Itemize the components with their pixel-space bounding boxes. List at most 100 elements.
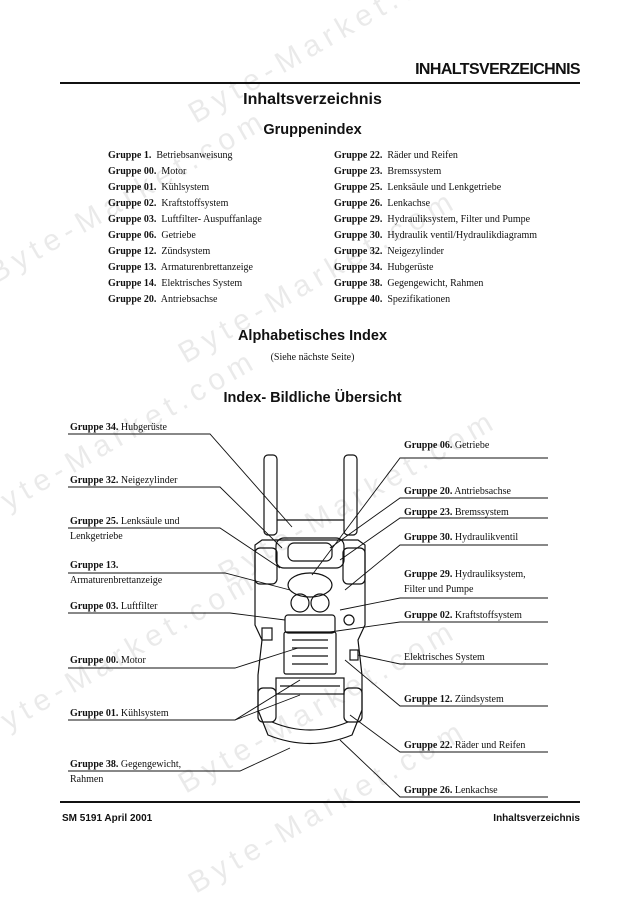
group-number: Gruppe 25. [334,182,383,193]
gruppenindex-entry: Gruppe 29. Hydrauliksystem, Filter und P… [334,212,537,228]
label-gruppe-30: Gruppe 30. Hydraulikventil [404,532,519,543]
gruppenindex-entry: Gruppe 14. Elektrisches System [108,276,262,292]
rear-left-wheel [257,687,277,723]
leader-lines [68,433,548,798]
label-gruppe-34: Gruppe 34. Hubgerüste [70,422,167,433]
group-number: Gruppe 12. [108,246,157,257]
gruppenindex-entry: Gruppe 12. Zündsystem [108,244,262,260]
gruppenindex-entry: Gruppe 30. Hydraulik ventil/Hydraulikdia… [334,228,537,244]
group-number: Gruppe 26. [334,198,383,209]
group-number: Gruppe 23. [334,166,383,177]
gruppenindex-entry: Gruppe 1. Betriebsanweisung [108,148,262,164]
group-title: Kraftstoffsystem [161,198,229,209]
group-number: Gruppe 29. [334,214,383,225]
label-gruppe-13: Gruppe 13.Armaturenbrettanzeige [70,560,163,586]
front-right-wheel [342,547,366,585]
group-title: Elektrisches System [161,278,243,289]
group-title: Luftfilter- Auspuffanlage [161,214,262,225]
gruppenindex-entry: Gruppe 22. Räder und Reifen [334,148,537,164]
group-title: Betriebsanweisung [156,150,233,161]
gruppenindex-entry: Gruppe 26. Lenkachse [334,196,537,212]
group-title: Zündsystem [161,246,211,257]
mast-right-upright [343,454,358,536]
gruppenindex-entry: Gruppe 38. Gegengewicht, Rahmen [334,276,537,292]
group-title: Motor [161,166,187,177]
group-number: Gruppe 00. [108,166,157,177]
group-title: Getriebe [161,230,196,241]
label-gruppe-23: Gruppe 23. Bremssystem [404,507,509,518]
gruppenindex-heading: Gruppenindex [263,122,362,138]
gruppenindex-entry: Gruppe 25. Lenksäule und Lenkgetriebe [334,180,537,196]
group-title: Räder und Reifen [387,150,458,161]
footer-manual-id: SM 5191 April 2001 [62,813,153,824]
section-header-title: INHALTSVERZEICHNIS [415,61,581,78]
group-number: Gruppe 34. [334,262,383,273]
chassis-outline [254,539,366,745]
group-number: Gruppe 22. [334,150,383,161]
label-gruppe-22: Gruppe 22. Räder und Reifen [404,740,526,751]
counterweight [271,721,349,731]
gruppenindex-entry: Gruppe 34. Hubgerüste [334,260,537,276]
group-title: Antriebsachse [160,294,218,305]
fuel-component [343,614,355,626]
transmission [287,572,333,598]
group-title: Lenksäule und Lenkgetriebe [387,182,502,193]
label-gruppe-00: Gruppe 00. Motor [70,655,146,666]
label-gruppe-26: Gruppe 26. Lenkachse [404,785,498,796]
alphabetisches-index-heading: Alphabetisches Index [237,328,388,344]
label-gruppe-01: Gruppe 01. Kühlsystem [70,708,169,719]
group-number: Gruppe 20. [108,294,157,305]
air-filter [261,627,273,641]
group-title: Kühlsystem [161,182,210,193]
label-gruppe-20: Gruppe 20. Antriebsachse [404,486,511,497]
gruppenindex-entry: Gruppe 01. Kühlsystem [108,180,262,196]
group-number: Gruppe 02. [108,198,157,209]
label-gruppe-38: Gruppe 38. Gegengewicht,Rahmen [70,759,182,785]
group-title: Neigezylinder [387,246,444,257]
label-gruppe-03: Gruppe 03. Luftfilter [70,601,158,612]
group-number: Gruppe 40. [334,294,383,305]
group-title: Spezifikationen [387,294,451,305]
group-title: Lenkachse [387,198,431,209]
rear-right-wheel [343,687,363,723]
gruppenindex-entry: Gruppe 40. Spezifikationen [334,292,537,308]
mast-left-upright [263,454,278,536]
gruppenindex-entry: Gruppe 13. Armaturenbrettanzeige [108,260,262,276]
group-title: Bremssystem [387,166,442,177]
gruppenindex-entry: Gruppe 23. Bremssystem [334,164,537,180]
group-title: Hubgerüste [387,262,434,273]
gruppenindex-entry: Gruppe 20. Antriebsachse [108,292,262,308]
footer-rule [60,801,580,803]
gruppenindex-entry: Gruppe 06. Getriebe [108,228,262,244]
label-gruppe-32: Gruppe 32. Neigezylinder [70,475,178,486]
group-title: Hydraulik ventil/Hydraulikdiagramm [387,230,538,241]
group-number: Gruppe 1. [108,150,152,161]
bildliche-uebersicht-heading: Index- Bildliche Übersicht [223,390,402,406]
group-number: Gruppe 06. [108,230,157,241]
gruppenindex-entry: Gruppe 03. Luftfilter- Auspuffanlage [108,212,262,228]
group-number: Gruppe 03. [108,214,157,225]
group-title: Hydrauliksystem, Filter und Pumpe [387,214,531,225]
gruppenindex-entry: Gruppe 00. Motor [108,164,262,180]
forklift-diagram [68,433,548,798]
group-number: Gruppe 14. [108,278,157,289]
label-gruppe-29: Gruppe 29. Hydrauliksystem,Filter und Pu… [404,569,526,595]
radiator [275,677,345,695]
gruppenindex-entry: Gruppe 02. Kraftstoffsystem [108,196,262,212]
gruppenindex-entry: Gruppe 32. Neigezylinder [334,244,537,260]
drive-axle [275,537,345,569]
label-gruppe-06: Gruppe 06. Getriebe [404,440,490,451]
group-number: Gruppe 01. [108,182,157,193]
alphabetisches-index-note: (Siehe nächste Seite) [270,352,355,363]
group-title: Armaturenbrettanzeige [160,262,253,273]
label-gruppe-02: Gruppe 02. Kraftstoffsystem [404,610,522,621]
header-rule [60,82,580,84]
group-number: Gruppe 13. [108,262,157,273]
group-number: Gruppe 30. [334,230,383,241]
group-title: Gegengewicht, Rahmen [387,278,484,289]
footer-section-name: Inhaltsverzeichnis [493,813,580,824]
group-number: Gruppe 38. [334,278,383,289]
